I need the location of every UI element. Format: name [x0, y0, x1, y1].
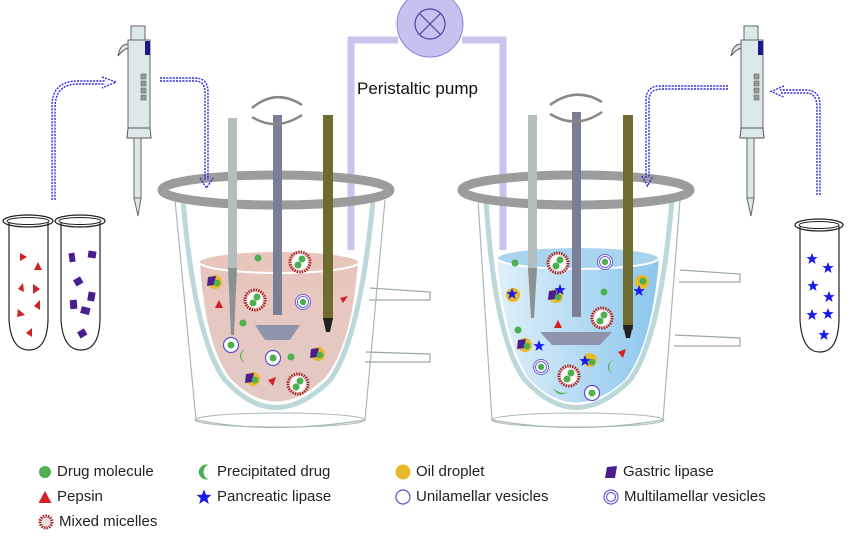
legend-item-oil-droplet: Oil droplet [395, 463, 484, 480]
right-pipette-icon [730, 25, 765, 217]
arrow-right-pipette-to-vessel [645, 85, 728, 178]
mixed-micelle [590, 306, 614, 330]
legend-label: Multilamellar vesicles [624, 488, 766, 505]
arrow-tube-to-right-pipette [780, 89, 821, 195]
legend-item-multilamellar-vesicles: Multilamellar vesicles [603, 488, 766, 505]
pump-rotor-icon [414, 8, 446, 40]
rotation-arrow-icon [549, 93, 603, 107]
intestinal-vessel [457, 93, 741, 429]
mixed-micelle [288, 250, 312, 274]
legend-label: Mixed micelles [59, 513, 158, 530]
arrow-left-pipette-to-vessel [160, 77, 209, 180]
legend-item-pancreatic-lipase: Pancreatic lipase [196, 488, 331, 505]
mixed-micelle-icon [38, 514, 54, 529]
triangle-icon [38, 490, 52, 503]
mixed-micelle [546, 251, 570, 275]
pepsin [554, 320, 562, 328]
multilamellar-vesicle [295, 294, 311, 310]
gastric-vessel [157, 96, 431, 429]
legend-item-pepsin: Pepsin [38, 488, 103, 505]
left-pipette-icon [117, 25, 152, 217]
legend-label: Precipitated drug [217, 463, 331, 480]
pepsin-tube [2, 214, 54, 351]
pump-tubing-right [462, 36, 507, 250]
multilamellar-vesicle-icon [603, 488, 619, 505]
legend-label: Unilamellar vesicles [416, 488, 549, 505]
legend-label: Oil droplet [416, 463, 485, 480]
multilamellar-vesicle [533, 359, 549, 375]
legend-item-drug-molecule: Drug molecule [38, 463, 154, 480]
legend-label: Pepsin [57, 488, 103, 505]
gastric-lipase-icon [605, 465, 617, 478]
legend-item-gastric-lipase: Gastric lipase [604, 463, 714, 480]
gastric-lipase-tube [54, 214, 106, 351]
legend-label: Gastric lipase [623, 463, 714, 480]
pepsin [215, 300, 223, 308]
multilamellar-vesicle [597, 254, 613, 270]
digestion-diagram [2, 0, 844, 429]
drug-molecule-icon [39, 465, 51, 478]
unilamellar-vesicle [264, 349, 282, 367]
oil-droplet-icon [395, 464, 411, 479]
legend-item-unilamellar-vesicles: Unilamellar vesicles [395, 488, 549, 505]
mixed-micelle [557, 364, 581, 388]
pump-tubing-left [347, 36, 398, 250]
legend: Drug molecule Precipitated drug Oil drop… [0, 455, 850, 545]
transfer-arrows [51, 76, 821, 200]
star-icon [196, 489, 212, 504]
legend-item-mixed-micelles: Mixed micelles [38, 513, 157, 530]
crescent-icon [198, 464, 209, 479]
unilamellar-vesicle [583, 384, 601, 402]
legend-label: Drug molecule [57, 463, 154, 480]
pump-label: Peristaltic pump [357, 79, 478, 98]
mixed-micelle [286, 372, 310, 396]
pancreatic-lipase-tube [794, 218, 844, 353]
pump-body [396, 0, 464, 58]
unilamellar-vesicle [222, 336, 240, 354]
mixed-micelle [243, 288, 267, 312]
legend-label: Pancreatic lipase [217, 488, 332, 505]
arrow-tube-to-left-pipette [51, 80, 105, 200]
legend-item-precipitated-drug: Precipitated drug [198, 463, 330, 480]
unilamellar-vesicle-icon [395, 488, 411, 505]
drug-molecule [254, 254, 262, 262]
rotation-arrow-icon [251, 96, 303, 109]
